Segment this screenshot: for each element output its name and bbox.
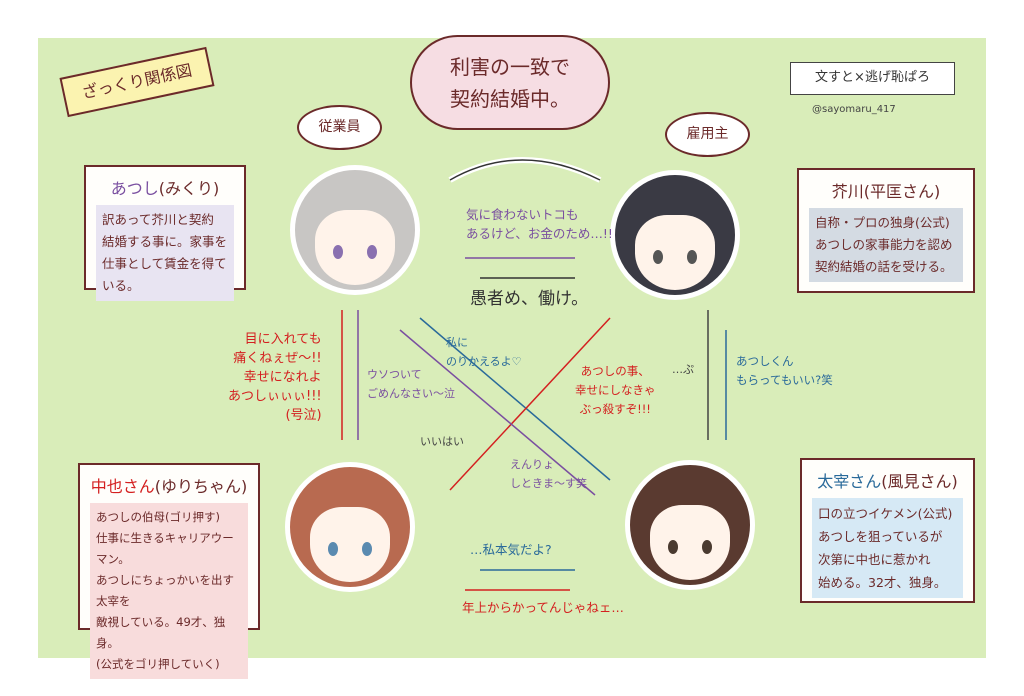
char-name: 中也さん <box>90 477 155 496</box>
quote-dazai-akutagawa: あつしくん もらってもいい?笑 <box>736 354 833 387</box>
quote-dazai-chuya: …私本気だよ? <box>470 542 552 557</box>
line: 始める。32才、独身。 <box>818 575 947 590</box>
dazai-face <box>625 460 755 590</box>
line: 訳あって芥川と契約 <box>102 212 214 227</box>
chuya-face <box>285 462 415 592</box>
quote-atsushi-dazai: えんりょ しときま〜す笑 <box>510 458 587 490</box>
atsushi-box: あつし(みくり) 訳あって芥川と契約結婚する事に。家事を仕事として賃金を得ている… <box>84 165 246 301</box>
char-name: 芥川 <box>831 182 864 201</box>
line: 仕事に生きるキャリアウーマン。 <box>96 531 234 566</box>
quote-akutagawa: 愚者め、働け。 <box>470 289 589 309</box>
line: 結婚する事に。家事を <box>102 234 228 249</box>
credit: @sayomaru_417 <box>812 104 896 115</box>
quote-atsushi-chuya: ウソついて ごめんなさい〜泣 <box>367 368 455 400</box>
quote-akutagawa-top: 気に食わないトコも あるけど、お金のため…!! <box>466 207 613 241</box>
line: (公式をゴリ押していく) <box>96 657 220 671</box>
quote-dazai-atsushi: 私に のりかえるよ♡ <box>446 336 522 368</box>
line: あつしにちょっかいを出す太宰を <box>96 573 234 608</box>
quote-chuya-dazai-bottom: 年上からかってんじゃねェ… <box>462 600 624 615</box>
employer-label: 雇用主 <box>665 112 750 157</box>
line: 敵視している。49才、独身。 <box>96 615 226 650</box>
line: あつしの家事能力を認め <box>815 237 953 252</box>
line: 口の立つイケメン(公式) <box>818 506 953 521</box>
char-alias: (ゆりちゃん) <box>154 477 248 496</box>
line: あつしの伯母(ゴリ押す) <box>96 510 220 524</box>
arrow-dazai-atsushi <box>419 317 611 481</box>
cloud-line2: 契約結婚中。 <box>450 87 570 111</box>
quote-akutagawa-reply: …ぷ <box>672 363 694 376</box>
atsushi-face <box>290 165 420 295</box>
line: 契約結婚の話を受ける。 <box>815 259 953 274</box>
chuya-box: 中也さん(ゆりちゃん) あつしの伯母(ゴリ押す) 仕事に生きるキャリアウーマン。あ… <box>78 463 260 679</box>
char-alias: (風見さん) <box>881 472 958 491</box>
line: 自称・プロの独身(公式) <box>815 215 950 230</box>
dazai-box: 太宰さん(風見さん) 口の立つイケメン(公式) あつしを狙っているが次第に中也に惹… <box>800 458 975 603</box>
akutagawa-face <box>610 170 740 300</box>
char-alias: (平匡さん) <box>863 182 941 201</box>
employee-label: 従業員 <box>297 105 382 150</box>
title-box: 文すと×逃げ恥ぱろ <box>790 62 955 95</box>
quote-chuya-dazai: あつしの事、 幸せにしなきゃ ぶっ殺すぞ!!! <box>575 364 656 416</box>
char-name: 太宰さん <box>817 472 882 491</box>
cloud-line1: 利害の一致で <box>450 55 570 79</box>
line: 仕事として賃金を得ている。 <box>102 256 227 293</box>
quote-chuya-atsushi: 目に入れても 痛くねぇぜ〜!! 幸せになれよ あつしぃぃぃ!!! (号泣) <box>228 332 322 423</box>
akutagawa-box: 芥川(平匡さん) 自称・プロの独身(公式) あつしの家事能力を認め契約結婚の話を受… <box>797 168 975 293</box>
cloud-bubble: 利害の一致で 契約結婚中。 <box>410 35 610 130</box>
line: あつしを狙っているが <box>818 529 943 544</box>
char-name: あつし <box>110 179 159 198</box>
quote-atsushi-reply: いいはい <box>420 435 464 448</box>
arrow-chuya-dazai <box>449 317 611 491</box>
char-alias: (みくり) <box>158 179 220 198</box>
line: 次第に中也に惹かれ <box>818 552 931 567</box>
arrow-atsushi-dazai <box>399 329 596 496</box>
